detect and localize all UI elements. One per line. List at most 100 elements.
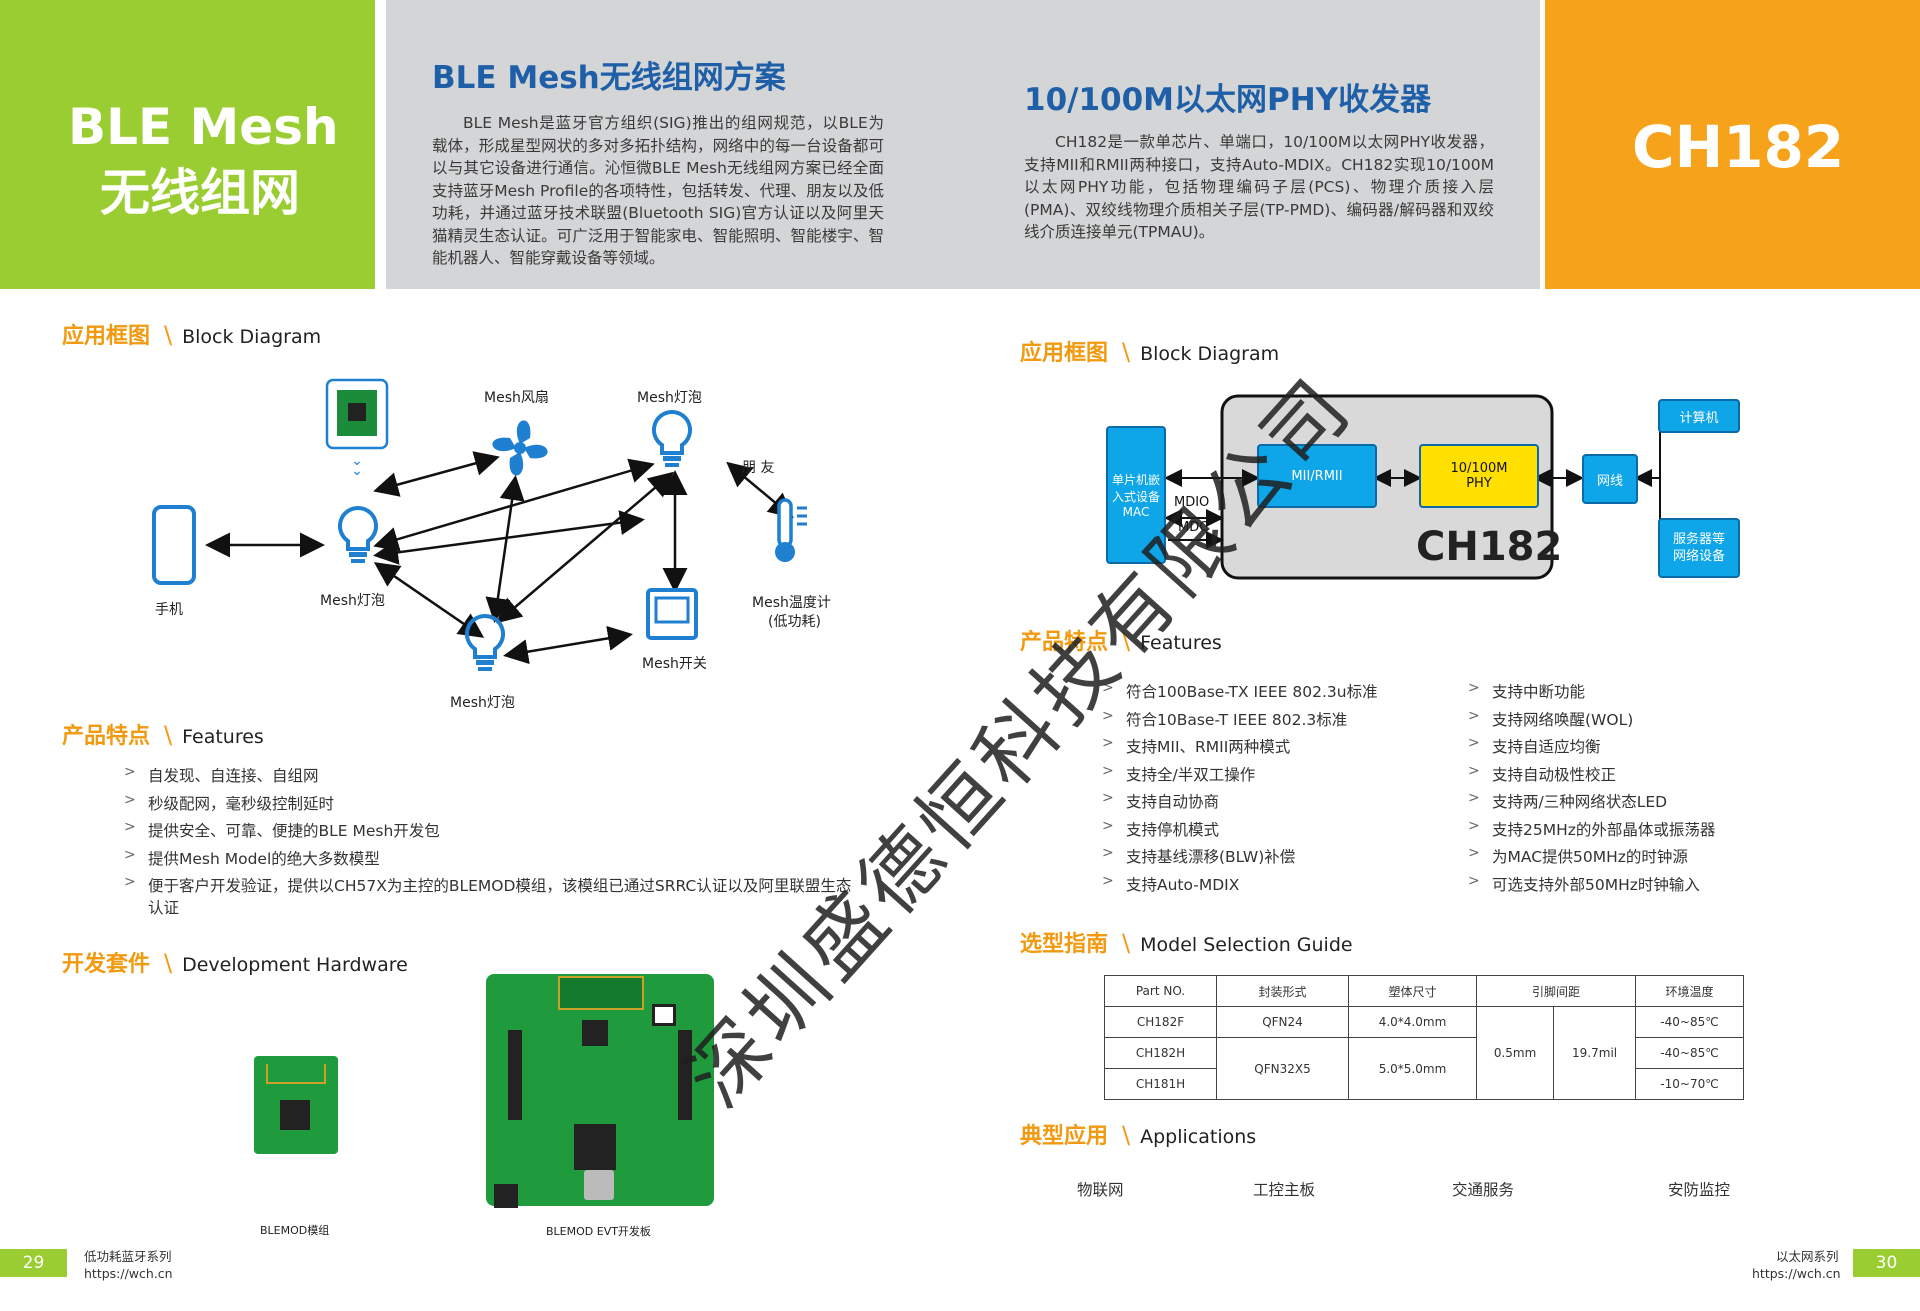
selection-heading-cn: 选型指南	[1020, 932, 1109, 957]
feature-item: >支持自动极性校正	[1468, 763, 1768, 791]
board-caption: BLEMOD EVT开发板	[546, 1225, 651, 1238]
model-selection-table: Part NO. 封装形式 塑体尺寸 引脚间距 环境温度 CH182F QFN2…	[1104, 975, 1744, 1100]
right-footer-url[interactable]: https://wch.cn	[1752, 1266, 1841, 1281]
applications-heading-cn: 典型应用	[1020, 1124, 1109, 1149]
phy-line1: 10/100M	[1450, 461, 1508, 476]
eth-heading: 10/100M以太网PHY收发器	[1024, 82, 1432, 118]
feature-item: >支持基线漂移(BLW)补偿	[1102, 845, 1462, 873]
left-footer-url[interactable]: https://wch.cn	[84, 1266, 173, 1281]
svg-text:⌄: ⌄	[351, 463, 363, 479]
feature-text: 符合10Base-T IEEE 802.3标准	[1126, 710, 1348, 729]
right-features-heading-en: Features	[1140, 632, 1222, 654]
link-bulbtop-bulbbottom	[496, 471, 674, 624]
table-header: 封装形式	[1216, 975, 1349, 1007]
blemod-evt-board-image	[486, 974, 714, 1208]
mcu-mac-block: 单片机嵌入式设备MAC	[1106, 426, 1166, 564]
ble-intro-band	[386, 0, 962, 289]
application-item: 物联网	[1077, 1181, 1124, 1199]
feature-text: 符合100Base-TX IEEE 802.3u标准	[1126, 683, 1378, 701]
link-bulbbottom-switch	[503, 625, 633, 665]
link-bulb-bulbtop	[373, 458, 655, 552]
heading-slash: \	[164, 949, 173, 977]
heading-slash: \	[1122, 1121, 1131, 1149]
table-cell: -10~70℃	[1635, 1068, 1744, 1100]
server-line2: 网络设备	[1672, 549, 1725, 564]
feature-text: 提供安全、可靠、便捷的BLE Mesh开发包	[148, 822, 440, 840]
mii-rmii-block: MII/RMII	[1257, 444, 1377, 508]
chevron-right-icon: >	[1102, 680, 1114, 696]
feature-text: 支持自动协商	[1126, 793, 1220, 811]
feature-item: > 支持停机模式	[1102, 818, 1462, 846]
ble-paragraph: BLE Mesh是蓝牙官方组织(SIG)推出的组网规范，以BLE为载体，形成星型…	[432, 114, 884, 267]
chevron-right-icon: >	[1468, 680, 1480, 696]
feature-item: >支持自动协商	[1102, 790, 1462, 818]
module-caption: BLEMOD模组	[260, 1224, 330, 1237]
feature-item: >支持Auto-MDIX	[1102, 873, 1462, 901]
chevron-right-icon: >	[1102, 707, 1114, 724]
heading-slash: \	[164, 321, 173, 349]
application-item: 工控主板	[1253, 1181, 1316, 1199]
feature-item: > 符合10Base-T IEEE 802.3标准	[1102, 708, 1462, 736]
feature-text: 支持基线漂移(BLW)补偿	[1126, 848, 1296, 866]
feature-text: 为MAC提供50MHz的时钟源	[1492, 848, 1688, 866]
table-header-row: Part NO. 封装形式 塑体尺寸 引脚间距 环境温度	[1104, 975, 1744, 1007]
label-bulb-top: Mesh灯泡	[637, 390, 702, 406]
feature-text: 支持中断功能	[1492, 683, 1586, 701]
left-block-heading-en: Block Diagram	[182, 326, 322, 348]
feature-text: 支持自适应均衡	[1492, 738, 1601, 756]
label-phone: 手机	[155, 602, 183, 618]
server-block: 服务器等 网络设备	[1658, 518, 1740, 578]
ch182-chip-box	[1220, 394, 1554, 580]
phy-block: 10/100M PHY	[1419, 444, 1539, 508]
mesh-diagram: ⌄ ⌄	[152, 378, 807, 673]
link-bulb-fan	[373, 451, 500, 497]
selection-heading: 选型指南 \ Model Selection Guide	[1020, 926, 1353, 958]
right-cover-title: CH182	[1632, 113, 1845, 181]
chevron-right-icon: >	[1468, 735, 1480, 751]
table-header: 引脚间距	[1476, 975, 1636, 1007]
table-cell: QFN32X5	[1216, 1037, 1349, 1100]
right-block-heading-cn: 应用框图	[1020, 341, 1109, 366]
fan-icon	[492, 420, 548, 476]
table-cell: 0.5mm	[1475, 1006, 1555, 1100]
right-block-heading: 应用框图 \ Block Diagram	[1020, 335, 1279, 367]
feature-item: > 支持自适应均衡	[1468, 735, 1768, 763]
feature-text: 支持25MHz的外部晶体或振荡器	[1492, 820, 1716, 839]
ble-heading: BLE Mesh无线组网方案	[432, 60, 786, 96]
feature-text: 支持全/半双工操作	[1126, 765, 1256, 784]
feature-item: >秒级配网，毫秒级控制延时	[124, 792, 854, 820]
feature-text: 支持Auto-MDIX	[1126, 875, 1240, 894]
right-cover-band	[1545, 0, 1920, 289]
left-cover-title-line1: BLE Mesh	[68, 98, 339, 156]
heading-slash: \	[1122, 627, 1131, 655]
table-cell: CH182F	[1104, 1006, 1217, 1038]
switch-icon	[646, 588, 698, 640]
heading-slash: \	[1122, 338, 1131, 366]
eth-intro-band	[962, 0, 1540, 289]
label-switch: Mesh开关	[642, 656, 707, 672]
feature-item: >为MAC提供50MHz的时钟源	[1468, 845, 1768, 873]
chevron-right-icon: >	[124, 846, 136, 863]
left-footer-series: 低功耗蓝牙系列	[84, 1249, 172, 1264]
left-features-heading-en: Features	[182, 726, 264, 748]
table-cell: CH181H	[1104, 1068, 1217, 1100]
left-features-heading: 产品特点 \ Features	[62, 718, 264, 750]
feature-text: 支持自动极性校正	[1492, 765, 1617, 784]
feature-item: >自发现、自连接、自组网	[124, 764, 854, 792]
chevron-right-icon: >	[1468, 872, 1480, 889]
right-features-col2: >支持中断功能>支持网络唤醒(WOL)>支持自适应均衡>支持自动极性校正>支持两…	[1468, 680, 1768, 900]
feature-text: 支持停机模式	[1126, 820, 1220, 839]
heading-slash: \	[164, 721, 173, 749]
chevron-right-icon: >	[124, 764, 136, 780]
server-line1: 服务器等	[1672, 532, 1725, 547]
label-thermo-1: Mesh温度计	[752, 595, 831, 611]
feature-item: >支持全/半双工操作	[1102, 763, 1462, 791]
right-features-col1: > 符合100Base-TX IEEE 802.3u标准 > 符合10Base-T I…	[1102, 680, 1462, 900]
feature-item: >支持MII、RMII两种模式	[1102, 735, 1462, 763]
chevron-right-icon: >	[124, 874, 136, 890]
chevron-right-icon: >	[1102, 817, 1114, 834]
feature-text: 支持MII、RMII两种模式	[1126, 738, 1291, 756]
right-block-heading-en: Block Diagram	[1140, 343, 1280, 365]
table-cell: QFN24	[1216, 1006, 1349, 1038]
chevron-right-icon: >	[124, 819, 136, 835]
